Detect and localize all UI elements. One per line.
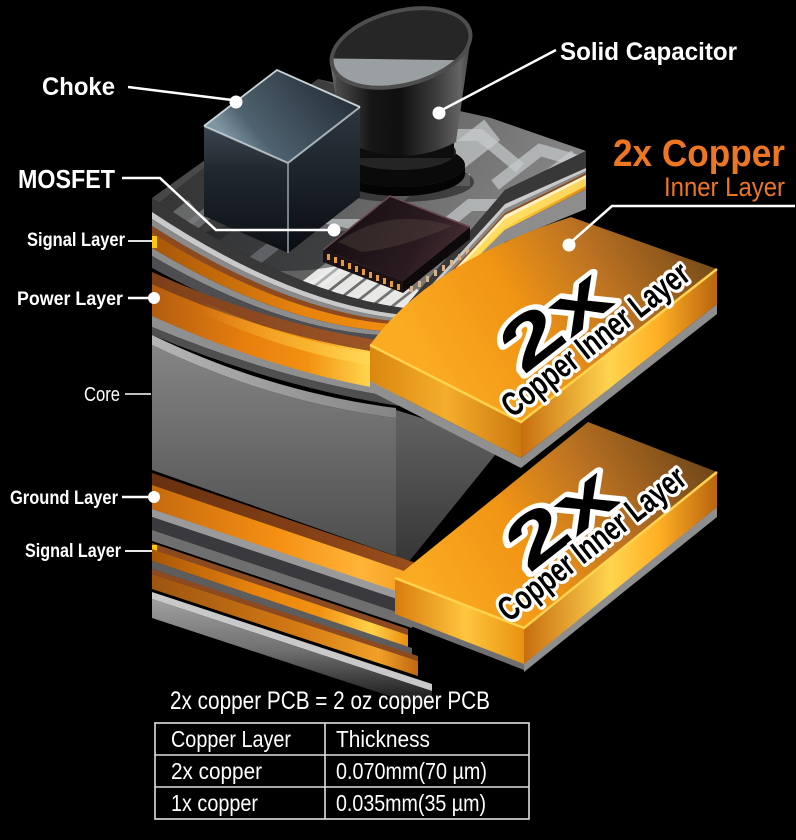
svg-text:2x Copper: 2x Copper [613,133,785,175]
svg-text:Signal Layer: Signal Layer [25,540,121,562]
svg-text:MOSFET: MOSFET [18,164,115,194]
svg-text:Ground Layer: Ground Layer [10,487,118,509]
svg-text:2x copper PCB = 2 oz copper PC: 2x copper PCB = 2 oz copper PCB [170,687,490,715]
svg-text:Power Layer: Power Layer [17,288,123,310]
svg-text:Inner Layer: Inner Layer [664,172,785,202]
svg-text:2x copper: 2x copper [171,758,262,784]
svg-text:Signal Layer: Signal Layer [27,229,125,251]
svg-text:Thickness: Thickness [336,726,430,752]
svg-text:1x copper: 1x copper [171,790,258,816]
svg-text:Choke: Choke [42,73,115,101]
svg-text:Core: Core [84,384,120,406]
svg-text:Copper Layer: Copper Layer [171,726,291,752]
svg-text:0.035mm(35 µm): 0.035mm(35 µm) [336,790,486,816]
svg-text:Solid Capacitor: Solid Capacitor [560,38,737,66]
svg-text:0.070mm(70 µm): 0.070mm(70 µm) [336,758,487,784]
